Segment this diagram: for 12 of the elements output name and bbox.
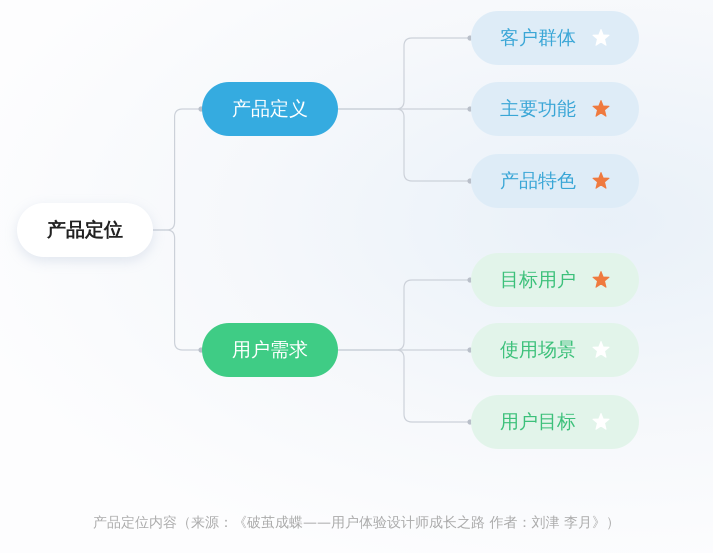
root-topic-pill: 产品定位 [17, 203, 153, 257]
topic-label: 产品特色 [500, 169, 576, 194]
topic-label: 目标用户 [500, 268, 576, 293]
topic-pill: 产品定义 [202, 82, 338, 136]
topic-pill: 用户需求 [202, 323, 338, 377]
topic-label: 使用场景 [500, 338, 576, 363]
connector-line [153, 229, 204, 353]
topic-label: 客户群体 [500, 26, 576, 51]
topic-label: 用户目标 [500, 410, 576, 435]
caption: 产品定位内容（来源：《破茧成蝶——用户体验设计师成长之路 作者：刘津 李月》） [92, 514, 621, 532]
topic-label: 主要功能 [500, 97, 576, 122]
connector-line [338, 349, 473, 425]
